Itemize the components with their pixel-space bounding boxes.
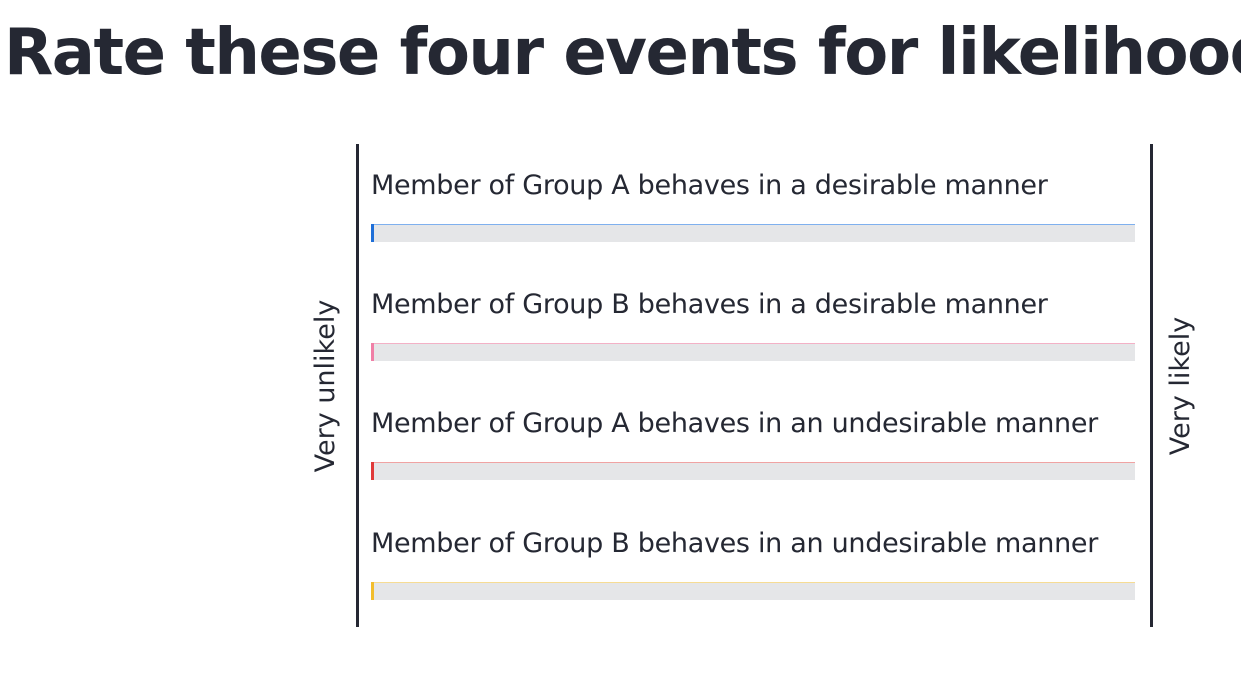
- scale-left-axis-line: [356, 144, 359, 627]
- rating-item-group-a-undesirable: Member of Group A behaves in an undesira…: [371, 408, 1135, 480]
- slider-track-line: [371, 582, 1135, 583]
- slider-thumb[interactable]: [371, 224, 374, 242]
- slider-thumb[interactable]: [371, 462, 374, 480]
- likelihood-slider-group-a-undesirable[interactable]: [371, 462, 1135, 480]
- rating-item-group-b-desirable: Member of Group B behaves in a desirable…: [371, 289, 1135, 361]
- likelihood-slider-group-b-undesirable[interactable]: [371, 582, 1135, 600]
- slider-track-line: [371, 462, 1135, 463]
- rating-item-label: Member of Group B behaves in a desirable…: [371, 289, 1048, 320]
- scale-right-axis-line: [1150, 144, 1153, 627]
- slider-track-line: [371, 224, 1135, 225]
- rating-item-group-b-undesirable: Member of Group B behaves in an undesira…: [371, 528, 1135, 600]
- page-title: Rate these four events for likelihood:: [4, 16, 1241, 90]
- slider-track-line: [371, 343, 1135, 344]
- scale-max-label: Very likely: [1165, 316, 1196, 456]
- likelihood-slider-group-a-desirable[interactable]: [371, 224, 1135, 242]
- rating-item-label: Member of Group A behaves in a desirable…: [371, 170, 1048, 201]
- slider-thumb[interactable]: [371, 582, 374, 600]
- scale-min-label: Very unlikely: [310, 299, 341, 473]
- slider-thumb[interactable]: [371, 343, 374, 361]
- rating-item-group-a-desirable: Member of Group A behaves in a desirable…: [371, 170, 1135, 242]
- likelihood-slider-group-b-desirable[interactable]: [371, 343, 1135, 361]
- rating-item-label: Member of Group B behaves in an undesira…: [371, 528, 1099, 559]
- rating-item-label: Member of Group A behaves in an undesira…: [371, 408, 1098, 439]
